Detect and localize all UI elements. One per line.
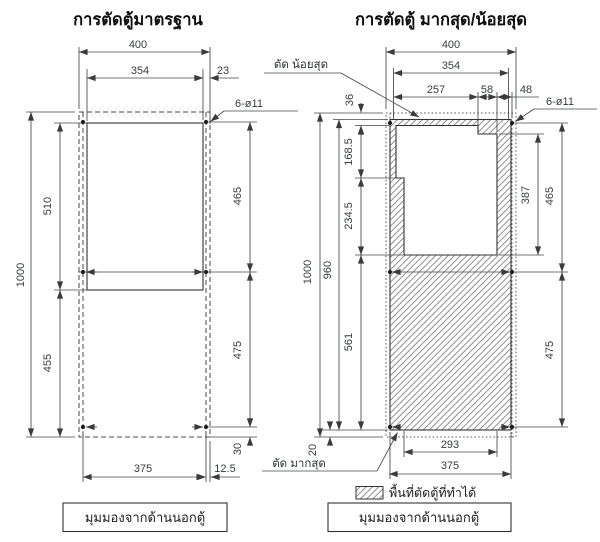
dim-hole-bottom-offset: 30 xyxy=(232,443,244,455)
mounting-holes-right-diagram xyxy=(387,120,515,430)
dim-holes-width-span: 375 xyxy=(134,463,152,475)
dim2-cutout-width: 354 xyxy=(442,60,460,72)
dim2-outer-height: 1000 xyxy=(302,260,314,284)
standard-cutout-area xyxy=(86,122,204,291)
view-note-box-left xyxy=(62,502,228,533)
dim2-left-seg-mid: 234.5 xyxy=(343,202,355,230)
min-cut-outline xyxy=(395,124,498,256)
dim-hole-side-offset: 12.5 xyxy=(214,463,235,475)
dimension-lines-left-diagram xyxy=(27,48,254,481)
dim2-min-cut-top: 36 xyxy=(344,94,356,106)
view-note-right: มุมมองจากด้านนอกตู้ xyxy=(359,510,479,526)
view-note-box-right xyxy=(327,502,512,533)
dimension-lines-right-diagram xyxy=(316,48,566,478)
hole-note-leader xyxy=(210,110,225,122)
standard-cut-diagram: การตัดตู้มาตรฐาน xyxy=(15,11,298,533)
dim2-bottom-margin: 20 xyxy=(307,444,319,456)
dim-holes-lower-span: 475 xyxy=(232,341,244,359)
dim-below-cutout: 455 xyxy=(42,354,54,372)
min-cut-label: ตัด น้อยสุด xyxy=(274,58,328,71)
max-cut-label: ตัด มากสุด xyxy=(272,458,326,470)
dim-outer-height: 1000 xyxy=(15,263,27,287)
dim2-top-seg-left: 257 xyxy=(427,84,445,96)
view-note-left: มุมมองจากด้านนอกตู้ xyxy=(85,510,205,526)
hatch-legend-swatch xyxy=(355,486,384,500)
dim2-holes-upper-span: 465 xyxy=(544,187,556,205)
min-max-cut-title: การตัดตู้ มากสุด/น้อยสุด xyxy=(355,11,527,31)
dim-outer-width: 400 xyxy=(129,39,147,51)
max-cut-leader xyxy=(376,432,398,472)
dim-side-margin: 23 xyxy=(217,65,229,77)
dim2-holes-width-span: 375 xyxy=(441,460,459,472)
standard-cut-title: การตัดตู้มาตรฐาน xyxy=(73,11,203,31)
max-cut-outline xyxy=(389,118,512,431)
cuttable-area-hatch xyxy=(390,119,511,430)
min-max-cut-diagram: การตัดตู้ มากสุด/น้อยสุด xyxy=(262,11,597,533)
dim2-left-seg-lower: 561 xyxy=(343,333,355,351)
dim2-outer-width: 400 xyxy=(442,39,460,51)
dim-holes-upper-span: 465 xyxy=(232,187,244,205)
dim-cutout-height: 510 xyxy=(42,197,54,215)
cabinet-outline-dotted xyxy=(385,112,517,438)
dim2-right-inner-height: 387 xyxy=(520,186,532,204)
cabinet-outline-dashed xyxy=(78,111,211,438)
hole-note-left: 6-ø11 xyxy=(235,98,263,110)
dim2-left-seg-upper: 168.5 xyxy=(343,138,355,166)
dim2-top-notch: 58 xyxy=(481,84,493,96)
dim-cutout-width: 354 xyxy=(131,65,149,77)
hole-note-right: 6-ø11 xyxy=(546,96,574,108)
hole-note-leader-2 xyxy=(515,108,535,122)
dim2-bottom-inner-width: 293 xyxy=(441,439,459,451)
mounting-holes-left-diagram xyxy=(80,119,209,430)
dim2-holes-lower-span: 475 xyxy=(544,341,556,359)
min-cut-leader xyxy=(340,72,420,118)
dim2-max-cut-height: 960 xyxy=(322,261,334,279)
dim2-top-seg-right: 48 xyxy=(520,84,532,96)
hatch-legend-label: พื้นที่ตัดตู้ที่ทำได้ xyxy=(389,483,476,501)
